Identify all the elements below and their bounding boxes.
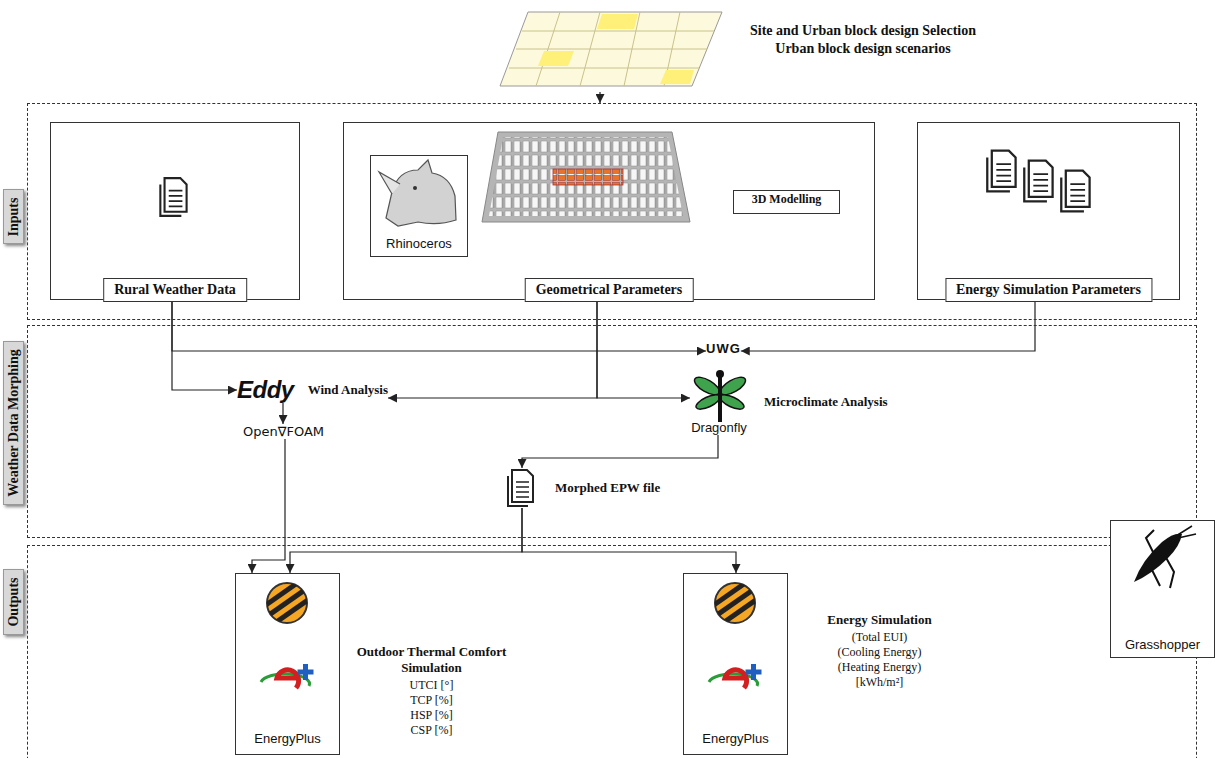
tool-name: UWG [706, 341, 741, 356]
grasshopper-icon [1134, 526, 1196, 588]
energyplus-logo [709, 664, 762, 688]
simulation-box: EnergyPlusOutdoor Thermal Comfort Simula… [235, 573, 340, 755]
output-text: Outdoor Thermal Comfort Simulation [349, 644, 514, 676]
process-box: 3D Modelling [733, 190, 840, 214]
connector-arrow [282, 403, 283, 424]
tool-name: Microclimate Analysis [764, 394, 888, 410]
panel-label: Energy Simulation Parameters [945, 278, 1152, 302]
document-icon [508, 470, 533, 506]
output-text: EnergyPlus [236, 731, 339, 746]
output-text: CSP [%] [349, 723, 514, 738]
output-text: TCP [%] [349, 693, 514, 708]
inputs-section: InputsRural Weather DataGeometrical Para… [27, 103, 1197, 320]
document-icon [160, 178, 186, 216]
tool-logo: Dragonfly Microclimate Analysis [690, 368, 888, 435]
tool-name: Wind Analysis [308, 382, 388, 398]
connector-arrow [522, 508, 736, 573]
output-text: Energy Simulation [797, 612, 962, 628]
connector-arrow [522, 435, 718, 468]
tool-name: Rhinoceros [386, 236, 452, 251]
tool-logo: Eddy Wind Analysis [237, 377, 388, 403]
box-label: 3D Modelling [752, 192, 822, 207]
section-tab: Outputs [6, 577, 22, 626]
panel-label: Geometrical Parameters [525, 278, 694, 302]
file-label: Morphed EPW file [555, 480, 660, 496]
rhino-icon [379, 160, 456, 226]
output-text: [kWh/m²] [797, 675, 962, 690]
city-model [482, 132, 690, 222]
honeybee-icon [255, 575, 318, 630]
file-icon: Morphed EPW file [503, 468, 660, 508]
output-text: (Heating Energy) [797, 660, 962, 675]
tab-box: Inputs [3, 189, 24, 244]
panel-label: Rural Weather Data [103, 278, 247, 302]
section-tab: Weather Data Morphing [6, 349, 22, 497]
tool-box: Rhinoceros [370, 155, 468, 257]
morphing-section: Weather Data MorphingUWGEddyWind Analysi… [27, 325, 1197, 538]
tab-box: Weather Data Morphing [3, 341, 24, 505]
simulation-box: EnergyPlusEnergy Simulation(Total EUI)(C… [683, 573, 788, 755]
input-panel: Rural Weather Data [50, 122, 300, 300]
tool-name: Dragonfly [691, 420, 747, 435]
connector-arrow [388, 300, 597, 398]
input-panel: Energy Simulation Parameters [917, 122, 1180, 300]
output-text: UTCI [°] [349, 678, 514, 693]
heading-text: Urban block design scenarios [750, 40, 976, 58]
honeybee-icon [703, 575, 766, 630]
tool-logo: Open∇FOAM [243, 424, 324, 439]
scenario-selection: Site and Urban block design SelectionUrb… [495, 6, 1025, 92]
output-text: HSP [%] [349, 708, 514, 723]
tool-name: Eddy [237, 377, 294, 403]
tool-box: Grasshopper [1110, 520, 1215, 658]
connector-arrow [172, 300, 237, 390]
output-text: (Total EUI) [797, 630, 962, 645]
connector-arrow [252, 439, 285, 573]
connector-arrow [599, 92, 600, 103]
section-tab: Inputs [6, 197, 22, 236]
output-text: (Cooling Energy) [797, 645, 962, 660]
site-tile [500, 12, 722, 86]
tool-logo: UWG [706, 341, 741, 356]
tool-name: Open∇FOAM [243, 424, 324, 439]
connector-arrow [597, 300, 690, 398]
outputs-section: OutputsEnergyPlusOutdoor Thermal Comfort… [27, 545, 1197, 758]
energyplus-logo [261, 664, 314, 688]
tab-box: Outputs [3, 569, 24, 635]
tool-name: Grasshopper [1125, 637, 1200, 652]
documents-icon [987, 151, 1089, 212]
connector-arrow [290, 508, 522, 573]
output-text: EnergyPlus [684, 731, 787, 746]
dragonfly-icon [692, 370, 748, 422]
heading-text: Site and Urban block design Selection [750, 22, 976, 40]
input-panel: Geometrical Parameters Rhinoceros 3D Model… [343, 122, 875, 300]
